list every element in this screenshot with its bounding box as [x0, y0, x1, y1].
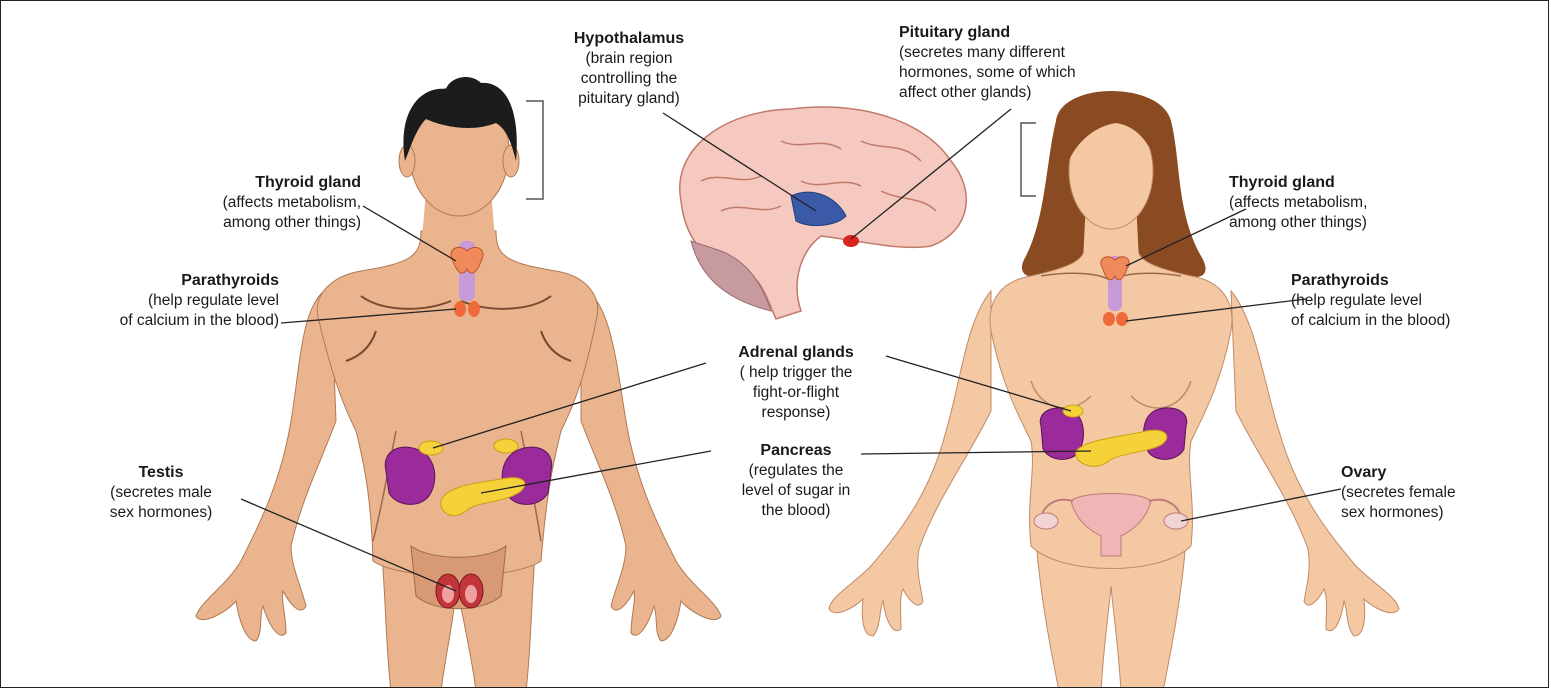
label-hypothalamus-line-3: pituitary gland)	[549, 89, 709, 109]
label-ovary-line-2: sex hormones)	[1341, 503, 1456, 523]
label-pituitary-line-2: hormones, some of which	[899, 63, 1076, 83]
label-adrenal: Adrenal glands ( help trigger the fight-…	[701, 343, 891, 423]
label-pancreas-title: Pancreas	[701, 441, 891, 461]
label-pituitary: Pituitary gland (secretes many different…	[899, 23, 1076, 103]
label-parathyroids-male-line-1: (help regulate level	[21, 291, 279, 311]
label-parathyroids-female-title: Parathyroids	[1291, 271, 1450, 291]
label-parathyroids-male-line-2: of calcium in the blood)	[21, 311, 279, 331]
female-head-bracket	[1021, 123, 1036, 196]
label-pancreas: Pancreas (regulates the level of sugar i…	[701, 441, 891, 521]
male-right-arm	[581, 286, 721, 641]
label-adrenal-line-3: response)	[701, 403, 891, 423]
label-pancreas-line-1: (regulates the	[701, 461, 891, 481]
label-hypothalamus: Hypothalamus (brain region controlling t…	[549, 29, 709, 109]
label-thyroid-male: Thyroid gland (affects metabolism, among…	[131, 173, 361, 233]
female-adrenal-left	[1063, 405, 1083, 417]
label-pancreas-line-2: level of sugar in	[701, 481, 891, 501]
male-adrenal-left	[419, 441, 443, 455]
ovary-left-shape	[1034, 513, 1058, 529]
label-pancreas-line-3: the blood)	[701, 501, 891, 521]
label-adrenal-line-1: ( help trigger the	[701, 363, 891, 383]
label-hypothalamus-line-1: (brain region	[549, 49, 709, 69]
label-parathyroids-male-title: Parathyroids	[21, 271, 279, 291]
label-pituitary-line-1: (secretes many different	[899, 43, 1076, 63]
female-parathyroid-right	[1116, 312, 1128, 326]
label-parathyroids-female-line-2: of calcium in the blood)	[1291, 311, 1450, 331]
label-thyroid-male-line-2: among other things)	[131, 213, 361, 233]
label-thyroid-female-line-2: among other things)	[1229, 213, 1367, 233]
label-testis-title: Testis	[81, 463, 241, 483]
label-parathyroids-female-line-1: (help regulate level	[1291, 291, 1450, 311]
male-adrenal-right	[494, 439, 518, 453]
testis-right-inner	[465, 585, 477, 603]
label-ovary-line-1: (secretes female	[1341, 483, 1456, 503]
label-hypothalamus-title: Hypothalamus	[549, 29, 709, 49]
label-thyroid-female: Thyroid gland (affects metabolism, among…	[1229, 173, 1367, 233]
label-pituitary-title: Pituitary gland	[899, 23, 1076, 43]
male-kidney-left	[385, 447, 435, 504]
label-adrenal-line-2: fight-or-flight	[701, 383, 891, 403]
label-ovary: Ovary (secretes female sex hormones)	[1341, 463, 1456, 523]
label-thyroid-female-title: Thyroid gland	[1229, 173, 1367, 193]
female-parathyroid-left	[1103, 312, 1115, 326]
label-testis-line-2: sex hormones)	[81, 503, 241, 523]
label-parathyroids-male: Parathyroids (help regulate level of cal…	[21, 271, 279, 331]
label-testis: Testis (secretes male sex hormones)	[81, 463, 241, 523]
label-hypothalamus-line-2: controlling the	[549, 69, 709, 89]
label-pituitary-line-3: affect other glands)	[899, 83, 1076, 103]
label-thyroid-male-title: Thyroid gland	[131, 173, 361, 193]
label-thyroid-male-line-1: (affects metabolism,	[131, 193, 361, 213]
ovary-right-shape	[1164, 513, 1188, 529]
label-thyroid-female-line-1: (affects metabolism,	[1229, 193, 1367, 213]
pituitary-shape	[843, 235, 859, 247]
male-parathyroid-right	[468, 301, 480, 317]
male-torso	[317, 231, 597, 576]
label-parathyroids-female: Parathyroids (help regulate level of cal…	[1291, 271, 1450, 331]
label-testis-line-1: (secretes male	[81, 483, 241, 503]
label-adrenal-title: Adrenal glands	[701, 343, 891, 363]
brain-illustration	[680, 107, 967, 319]
label-ovary-title: Ovary	[1341, 463, 1456, 483]
male-head-bracket	[526, 101, 543, 199]
